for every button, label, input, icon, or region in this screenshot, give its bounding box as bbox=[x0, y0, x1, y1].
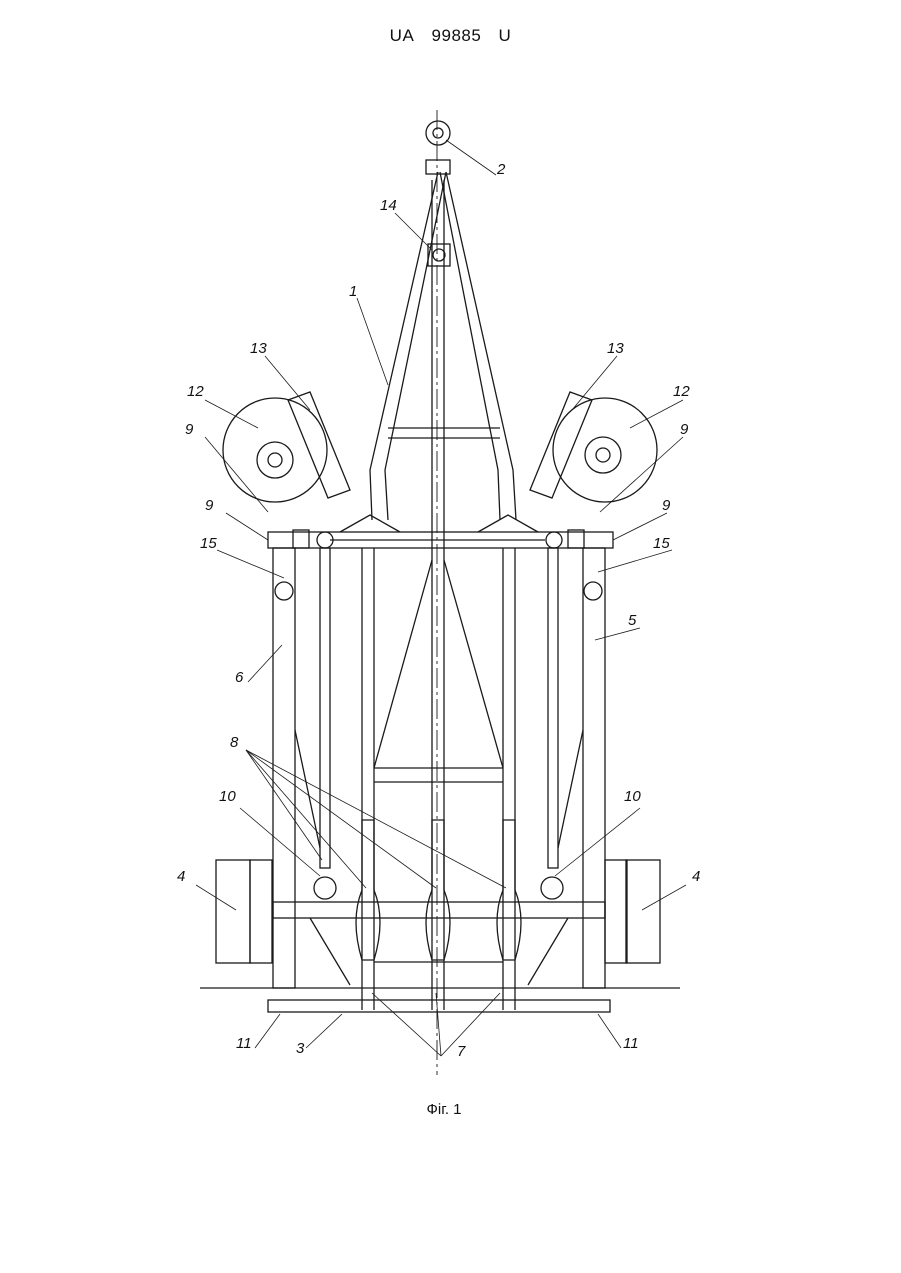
ref-label-13-left: 13 bbox=[250, 340, 267, 357]
ref-label-13-right: 13 bbox=[607, 340, 624, 357]
ref-label-9-lower-left: 9 bbox=[205, 497, 214, 514]
ref-label-15-right: 15 bbox=[653, 535, 670, 552]
drawing-lines bbox=[196, 110, 686, 1075]
ref-label-10-left: 10 bbox=[219, 788, 236, 805]
ref-label-8: 8 bbox=[230, 734, 239, 751]
ref-label-11-left: 11 bbox=[236, 1035, 252, 1052]
ref-label-10-right: 10 bbox=[624, 788, 641, 805]
figure-caption: Фіг. 1 bbox=[0, 1101, 888, 1118]
ref-label-4-right: 4 bbox=[692, 868, 700, 885]
ref-label-6: 6 bbox=[235, 669, 244, 686]
ref-label-11-right: 11 bbox=[623, 1035, 639, 1052]
ref-label-9-upper-left: 9 bbox=[185, 421, 194, 438]
ref-label-12-left: 12 bbox=[187, 383, 204, 400]
ref-label-9-lower-right: 9 bbox=[662, 497, 671, 514]
ref-label-15-left: 15 bbox=[200, 535, 217, 552]
ref-label-7: 7 bbox=[457, 1043, 466, 1060]
ref-label-1: 1 bbox=[349, 283, 357, 300]
ref-label-5: 5 bbox=[628, 612, 637, 629]
ref-label-14: 14 bbox=[380, 197, 397, 214]
reference-labels: 2 14 1 13 13 12 12 9 9 9 9 15 15 5 6 8 1… bbox=[177, 161, 700, 1060]
ref-label-4-left: 4 bbox=[177, 868, 185, 885]
ref-label-2: 2 bbox=[496, 161, 506, 178]
ref-label-3: 3 bbox=[296, 1040, 305, 1057]
ref-label-12-right: 12 bbox=[673, 383, 690, 400]
ref-label-9-upper-right: 9 bbox=[680, 421, 689, 438]
